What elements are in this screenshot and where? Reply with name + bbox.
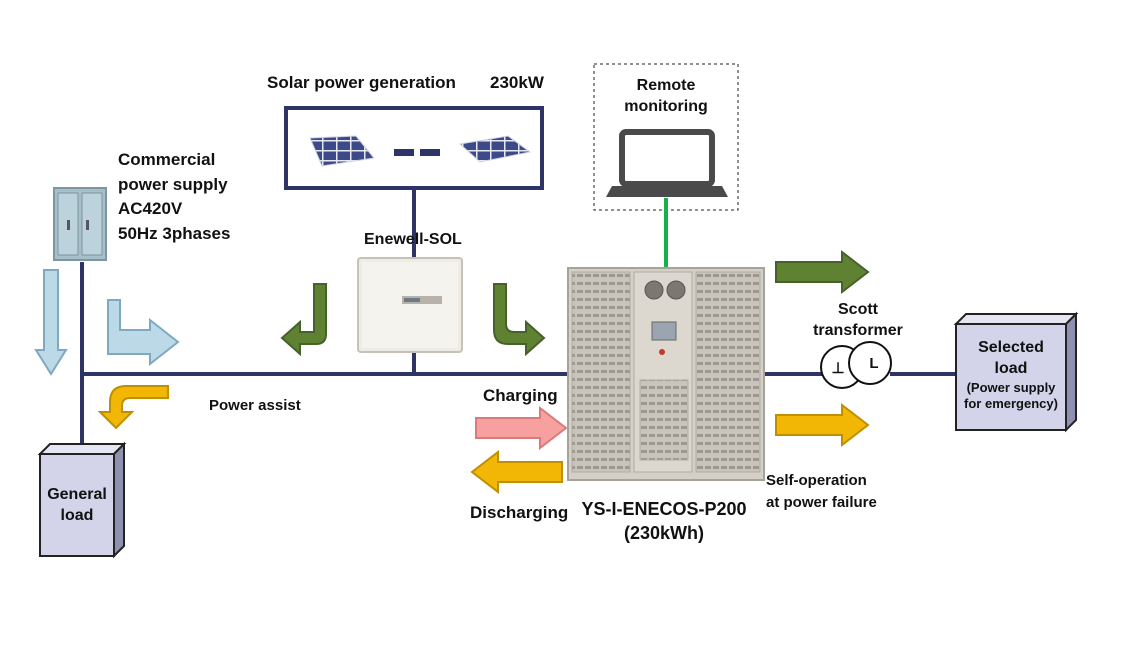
cabinet-display-icon: [651, 321, 677, 341]
commercial-power-cabinet-icon: [53, 187, 107, 261]
selected-load-line-1: Selected: [978, 339, 1044, 356]
fan-right-icon: [666, 280, 686, 300]
bent-right-arrow-green-icon: [493, 283, 546, 357]
self-operation-label: Self-operation at power failure: [766, 470, 877, 514]
general-load-line-1: General: [47, 486, 107, 503]
charging-arrow-icon: [475, 405, 568, 451]
solar-array: [284, 106, 544, 190]
scott-transformer-icon: [820, 341, 892, 389]
scott-symbol-right: L: [869, 355, 878, 372]
fan-left-icon: [644, 280, 664, 300]
solar-panel-left-icon: [309, 135, 375, 167]
selected-load-note-1: (Power supply: [966, 379, 1056, 395]
right-arrow-green-icon: [775, 249, 870, 295]
yellow-arrows: [97, 385, 870, 495]
remote-line-1: Remote: [636, 77, 696, 94]
power-assist-label: Power assist: [209, 397, 301, 414]
commercial-arrows: [34, 269, 180, 376]
commercial-line-2: power supply: [118, 174, 228, 194]
battery-capacity: (230kWh): [623, 523, 704, 544]
selected-load-line-2: load: [994, 359, 1028, 377]
battery-model: YS-I-ENECOS-P200: [581, 499, 747, 519]
discharging-label: Discharging: [470, 503, 569, 522]
commercial-power-label: Commercial power supply AC420V 50Hz 3pha…: [118, 148, 230, 247]
battery-label: YS-I-ENECOS-P200 (230kWh): [574, 497, 754, 546]
general-load-box: [37, 441, 127, 559]
enewell-sol-unit: [357, 257, 463, 353]
charging-label: Charging: [483, 386, 558, 405]
commercial-line-3: AC420V: [118, 199, 183, 219]
general-load-label: General load: [40, 485, 114, 527]
remote-line-2: monitoring: [624, 97, 708, 115]
solar-panel-right-icon: [458, 135, 532, 163]
green-arrows: [280, 249, 870, 357]
bent-down-arrow-yellow-icon: [97, 385, 169, 430]
solar-capacity: 230kW: [490, 73, 544, 92]
commercial-line-1: Commercial: [118, 150, 216, 169]
self-operation-arrow-icon: [775, 402, 870, 448]
scott-line-1: Scott: [838, 301, 878, 318]
down-arrow-icon: [34, 269, 68, 376]
selected-load-label: Selected load (Power supply for emergenc…: [956, 338, 1066, 412]
laptop-icon: [606, 129, 728, 197]
battery-cabinet: [567, 267, 765, 481]
enewell-label: Enewell-SOL: [364, 231, 462, 248]
solar-title: Solar power generation: [267, 73, 456, 92]
self-operation-line-1: Self-operation: [766, 472, 867, 489]
general-load-line-2: load: [60, 506, 94, 524]
bent-right-arrow-icon: [107, 299, 180, 367]
remote-monitoring-label: Remote monitoring: [594, 76, 738, 118]
selected-load-note-2: for emergency): [964, 395, 1058, 411]
scott-transformer-label: Scott transformer: [800, 300, 916, 342]
bus-lines: [80, 190, 958, 444]
remote-monitoring: [593, 63, 739, 270]
commercial-line-4: 50Hz 3phases: [118, 223, 231, 243]
self-operation-line-2: at power failure: [766, 493, 877, 511]
bent-left-arrow-icon: [280, 283, 327, 357]
selected-load-box: [953, 311, 1079, 433]
ellipsis-dash-1: [394, 149, 414, 156]
ellipsis-dash-2: [420, 149, 440, 156]
discharging-arrow-icon: [470, 449, 563, 495]
scott-symbol-left: ⊥: [831, 360, 844, 377]
scott-line-2: transformer: [813, 321, 903, 339]
